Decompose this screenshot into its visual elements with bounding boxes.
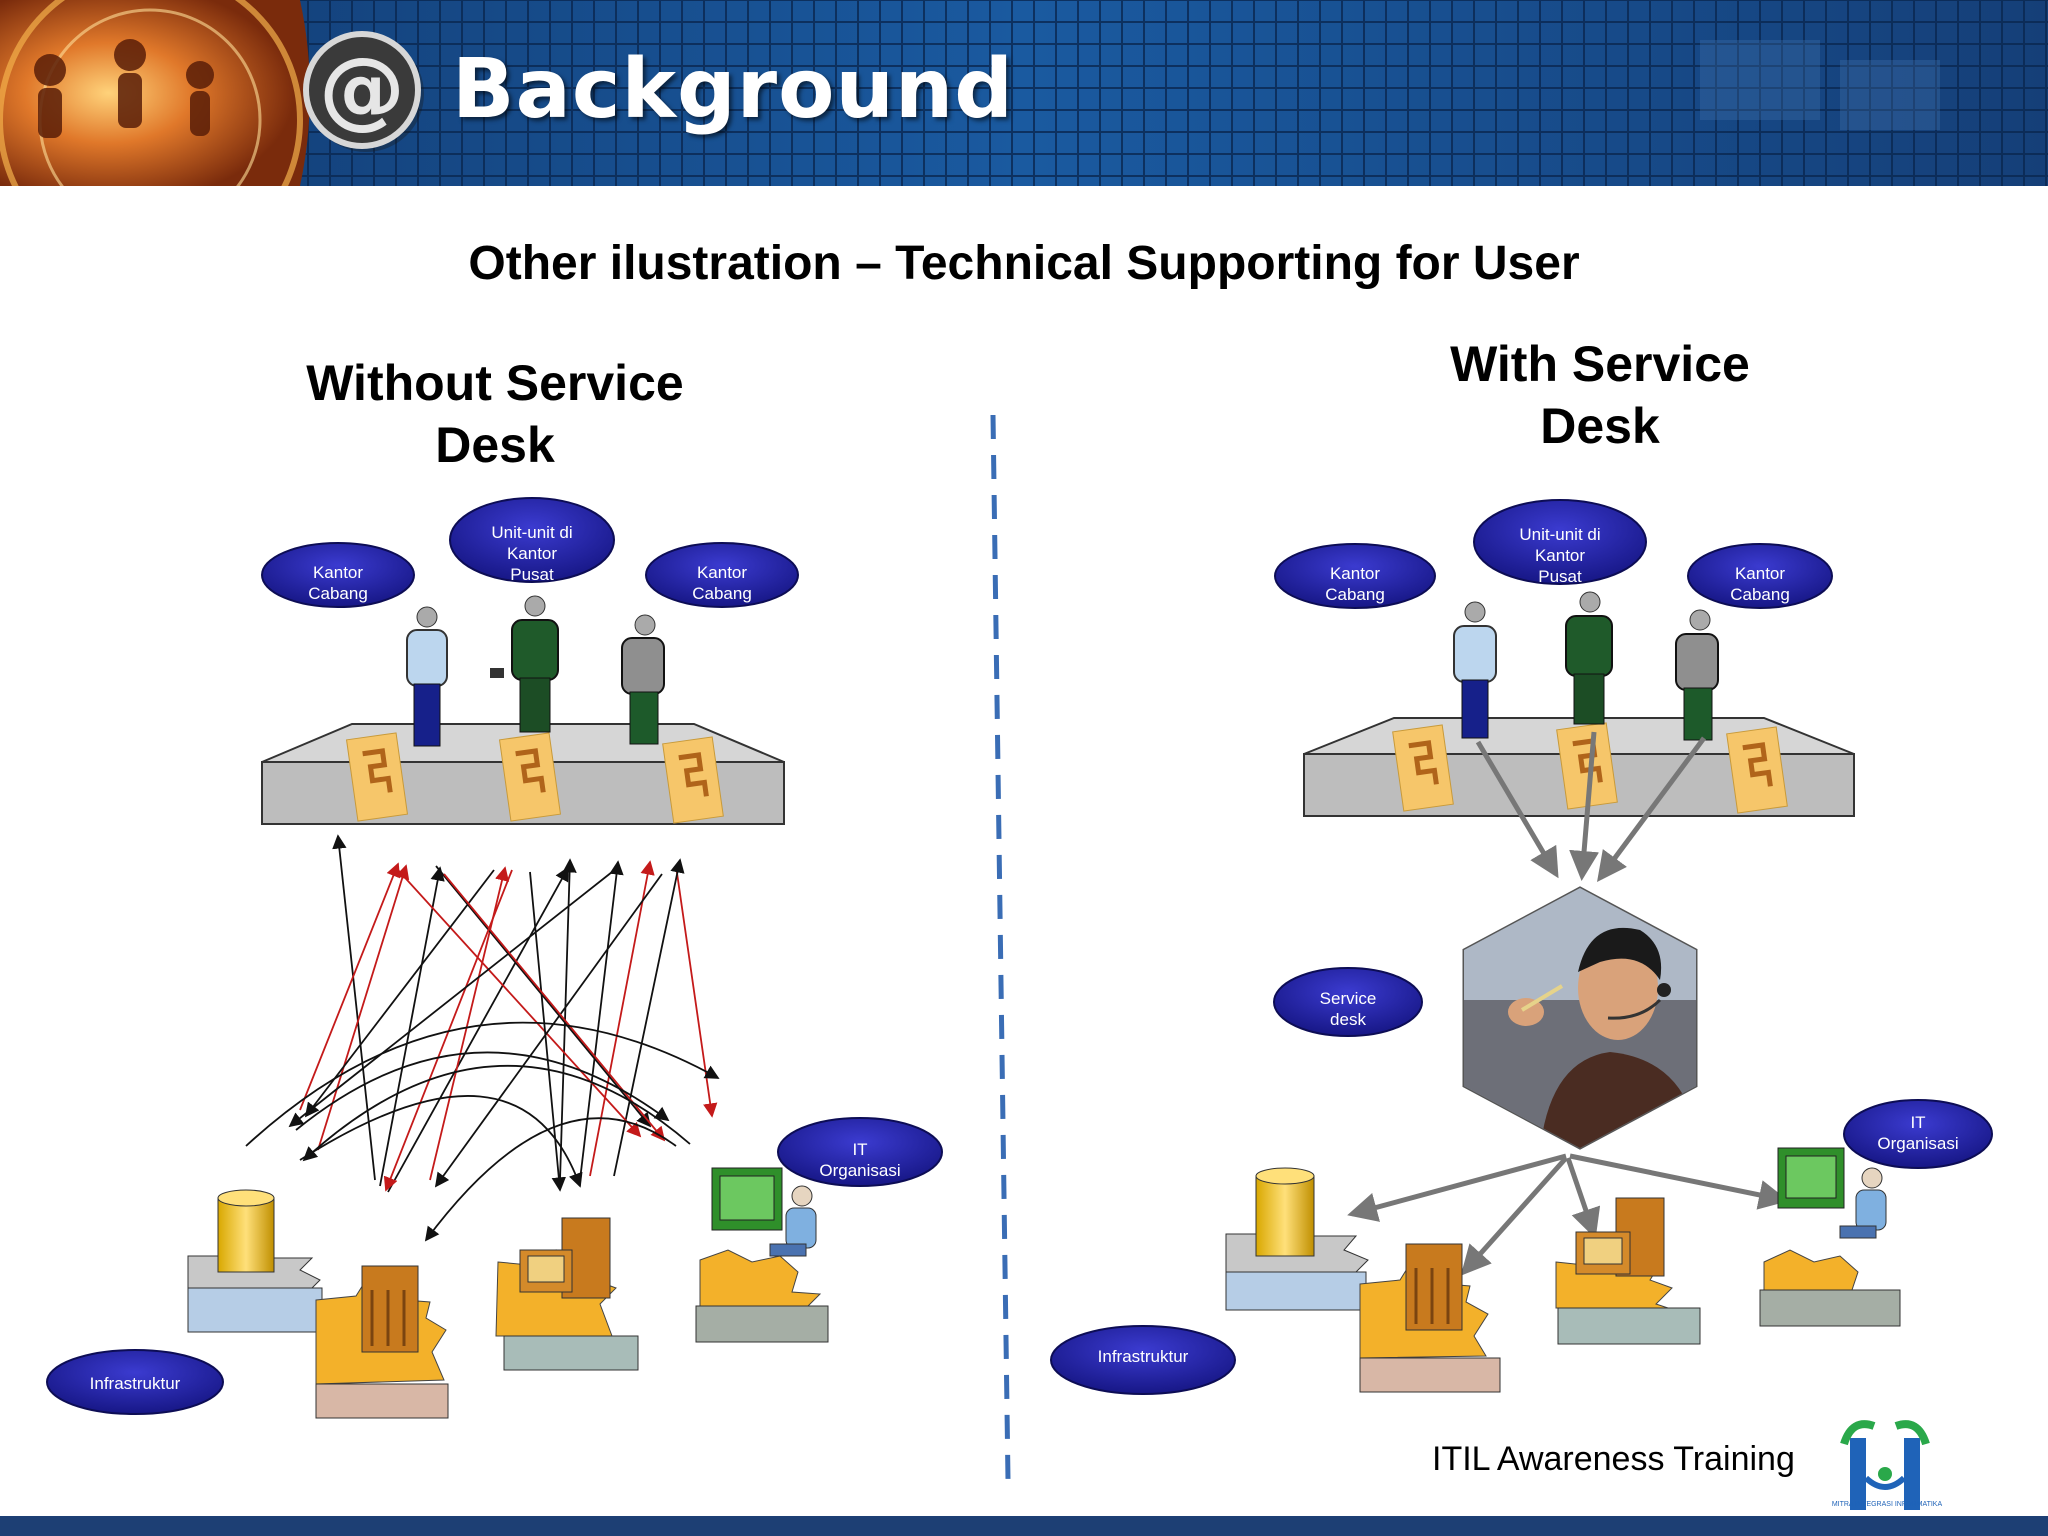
database-server-icon — [1225, 1167, 1369, 1311]
left-platform — [261, 723, 785, 825]
converging-arrows — [1475, 731, 1707, 883]
label-text: Infrastruktur — [1098, 1347, 1189, 1366]
server-tower-icon — [315, 1265, 449, 1419]
person-phone-icon — [621, 614, 665, 745]
document-icon — [345, 732, 409, 822]
panel-divider — [990, 414, 1011, 1481]
document-icon — [1726, 726, 1788, 814]
logo-caption: MITRA INTEGRASI INFORMATIKA — [1831, 1501, 1943, 1508]
document-icon — [662, 736, 724, 824]
left-panel-heading: Without Service Desk — [306, 355, 684, 473]
label-text: Kantor — [1330, 564, 1380, 583]
label-text: Cabang — [692, 584, 752, 603]
oval-unit-kantor-pusat-left: Unit-unit di Kantor Pusat — [449, 497, 615, 584]
person-icon — [1565, 591, 1613, 725]
right-panel-heading: With Service Desk — [1450, 336, 1750, 454]
distributing-arrows — [1347, 1153, 1789, 1276]
header-banner: @ — [0, 0, 2048, 186]
label-text: Organisasi — [1877, 1134, 1958, 1153]
label-text: Organisasi — [819, 1161, 900, 1180]
oval-kantor-cabang-right: Kantor Cabang — [1274, 543, 1436, 609]
label-text: Cabang — [1730, 585, 1790, 604]
chaotic-arrows — [245, 834, 720, 1242]
oval-kantor-cabang-left-2: Kantor Cabang — [645, 542, 799, 608]
person-phone-icon — [1675, 609, 1719, 741]
slide-subtitle: Other ilustration – Technical Supporting… — [468, 237, 1580, 290]
label-text: Kantor — [697, 563, 747, 582]
label-text: IT — [852, 1140, 867, 1159]
oval-unit-kantor-pusat-right: Unit-unit di Kantor Pusat — [1473, 499, 1647, 586]
label-text: Kantor — [1735, 564, 1785, 583]
label-text: desk — [1330, 1010, 1366, 1029]
label-text: Service — [1320, 989, 1377, 1008]
label-text: Unit-unit di — [1519, 525, 1600, 544]
oval-service-desk: Service desk — [1273, 967, 1423, 1037]
person-icon — [406, 606, 448, 747]
workstation-icon — [1555, 1197, 1701, 1345]
oval-kantor-cabang-right-2: Kantor Cabang — [1687, 543, 1833, 609]
oval-infrastruktur-left: Infrastruktur — [46, 1349, 224, 1415]
document-icon — [498, 732, 562, 822]
service-desk-agent-photo — [1462, 886, 1698, 1150]
label-text: Cabang — [308, 584, 368, 603]
label-text: IT — [1910, 1113, 1925, 1132]
database-server-icon — [187, 1189, 323, 1333]
label-text: Kantor — [313, 563, 363, 582]
person-icon — [490, 595, 559, 733]
label-text: Pusat — [510, 565, 554, 584]
person-icon — [1453, 601, 1497, 739]
at-icon: @ — [303, 31, 424, 152]
svg-text:@: @ — [319, 39, 405, 139]
oval-it-organisasi-right: IT Organisasi — [1843, 1099, 1993, 1169]
oval-it-organisasi-left: IT Organisasi — [777, 1117, 943, 1187]
company-logo — [1822, 1416, 1948, 1516]
oval-kantor-cabang-left: Kantor Cabang — [261, 542, 415, 608]
right-platform — [1303, 717, 1855, 817]
label-text: Kantor — [1535, 546, 1585, 565]
label-text: Kantor — [507, 544, 557, 563]
label-text: Unit-unit di — [491, 523, 572, 542]
document-icon — [1392, 724, 1454, 812]
label-text: Infrastruktur — [90, 1374, 181, 1393]
footer-text: ITIL Awareness Training — [1432, 1440, 1795, 1478]
label-text: Cabang — [1325, 585, 1385, 604]
server-tower-icon — [1359, 1243, 1501, 1393]
bottom-bar — [0, 1516, 2048, 1536]
it-staff-computer-icon — [1759, 1147, 1901, 1327]
oval-infrastruktur-right: Infrastruktur — [1050, 1325, 1236, 1395]
slide-title: Background — [452, 42, 1014, 137]
workstation-icon — [495, 1217, 639, 1371]
it-staff-computer-icon — [695, 1167, 829, 1343]
label-text: Pusat — [1538, 567, 1582, 586]
